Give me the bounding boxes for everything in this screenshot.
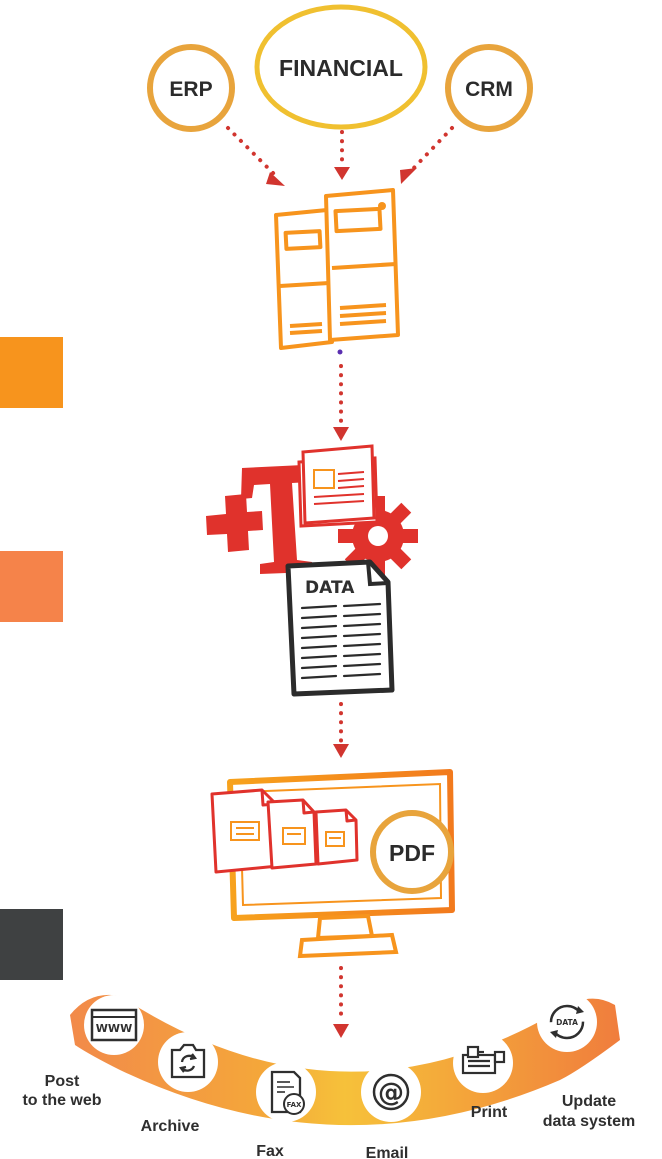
erp-circle	[147, 44, 235, 132]
financial-label: FINANCIAL	[279, 55, 403, 81]
archive-box-icon	[170, 1043, 206, 1079]
side-tab-orange	[0, 337, 63, 408]
pdf-badge	[370, 810, 454, 894]
label-post-line2: to the web	[22, 1092, 101, 1109]
document-data-label: DATA	[305, 578, 355, 598]
output-arc-band	[70, 994, 620, 1126]
output-archive	[158, 1032, 218, 1092]
label-update-line2: data system	[543, 1113, 636, 1130]
label-post-line1: Post	[45, 1073, 80, 1090]
output-fax: FAX	[256, 1062, 316, 1122]
arrow-erp-to-servers	[226, 126, 285, 186]
at-text: @	[378, 1078, 404, 1108]
label-email: Email	[366, 1145, 409, 1159]
output-email: @	[361, 1062, 421, 1122]
fax-icon: FAX	[270, 1070, 305, 1115]
pdf-label: PDF	[389, 840, 435, 866]
crm-circle	[445, 44, 533, 132]
update-circle	[537, 992, 597, 1052]
printer-icon	[461, 1045, 506, 1075]
side-tab-coral	[0, 551, 63, 622]
fax-text: FAX	[287, 1101, 302, 1109]
monitor-pdf-icon: PDF	[210, 769, 455, 959]
source-crm: CRM	[445, 44, 533, 132]
label-archive: Archive	[141, 1118, 200, 1135]
label-update-line1: Update	[562, 1093, 616, 1110]
data-sync-icon: DATA	[549, 1004, 585, 1040]
output-labels: Post to the web Archive Fax Email Print …	[22, 1073, 635, 1159]
at-sign-icon: @	[372, 1073, 410, 1111]
crm-label: CRM	[465, 78, 513, 101]
erp-label: ERP	[169, 78, 212, 101]
output-print	[453, 1033, 513, 1093]
www-icon: WWW	[90, 1008, 138, 1042]
data-document-icon: DATA	[285, 559, 395, 697]
financial-ellipse	[254, 4, 428, 130]
www-text: WWW	[96, 1022, 132, 1035]
output-update-data-system: DATA	[537, 992, 597, 1052]
label-print: Print	[471, 1104, 508, 1121]
arrow-financial-to-servers	[334, 130, 350, 180]
arrow-servers-to-processing	[333, 364, 349, 441]
arrow-crm-to-servers	[400, 126, 454, 184]
source-erp: ERP	[147, 44, 235, 132]
source-financial: FINANCIAL	[254, 4, 428, 130]
template-processing-icon	[206, 444, 418, 576]
side-tab-dark	[0, 909, 63, 980]
label-fax: Fax	[256, 1143, 284, 1159]
arrow-document-to-monitor	[333, 702, 349, 758]
data-sync-text: DATA	[556, 1018, 578, 1027]
output-post-to-web: WWW	[84, 995, 144, 1055]
archive-circle	[158, 1032, 218, 1092]
server-towers-icon	[274, 188, 400, 355]
arrow-monitor-to-outputs	[333, 966, 349, 1038]
